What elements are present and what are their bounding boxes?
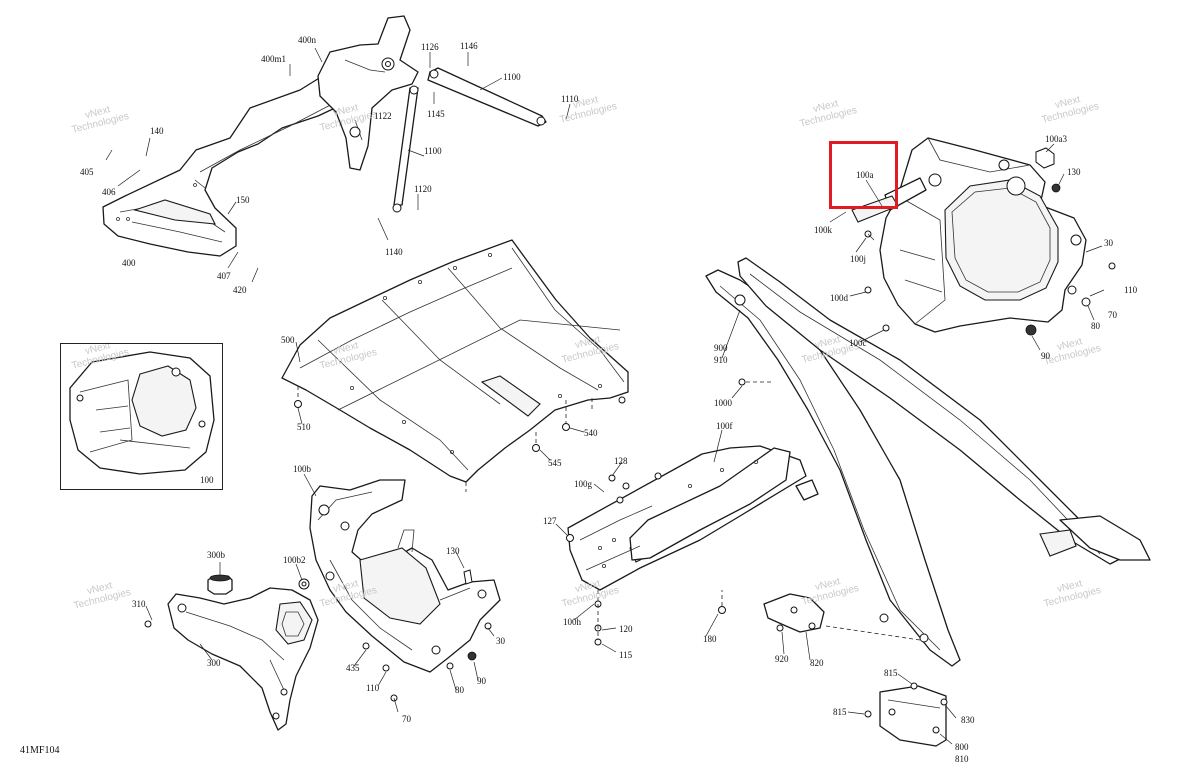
callout-label[interactable]: 110 (366, 683, 380, 693)
callout-label[interactable]: 100c (849, 338, 867, 348)
callout-label[interactable]: 1126 (421, 42, 439, 52)
callout-label[interactable]: 800 (955, 742, 969, 752)
callout-label[interactable]: 100f (716, 421, 733, 431)
bracket-100f-hardware (566, 472, 726, 646)
leader-lines (105, 47, 1103, 745)
callout-label[interactable]: 1110 (561, 94, 579, 104)
callout-label[interactable]: 400 (122, 258, 136, 268)
callout-label[interactable]: 90 (477, 676, 486, 686)
drawing-number: 41MF104 (20, 745, 60, 756)
callout-label[interactable]: 300 (207, 658, 221, 668)
callout-label[interactable]: 815 (884, 668, 898, 678)
callout-label[interactable]: 100b2 (283, 555, 306, 565)
callout-label[interactable]: 510 (297, 422, 311, 432)
callout-label[interactable]: 910 (714, 355, 728, 365)
bracket-100f (567, 445, 807, 591)
frame-300 (167, 587, 319, 731)
front-bulkhead-assembly (851, 137, 1087, 333)
bracket-800 (879, 685, 947, 747)
part-highlight-box[interactable] (829, 141, 898, 209)
callout-label[interactable]: 1100 (503, 72, 521, 82)
callout-label[interactable]: 920 (775, 654, 789, 664)
inset-assembly-100 (69, 351, 215, 475)
callout-label[interactable]: 130 (1067, 167, 1081, 177)
callout-label[interactable]: 120 (619, 624, 633, 634)
callout-label[interactable]: 100g (574, 479, 592, 489)
callout-label[interactable]: 70 (402, 714, 411, 724)
callout-label[interactable]: 1145 (427, 109, 445, 119)
mount-300b (207, 574, 233, 595)
callout-label[interactable]: 405 (80, 167, 94, 177)
callout-label[interactable]: 100a3 (1045, 134, 1067, 144)
callout-label[interactable]: 115 (619, 650, 633, 660)
callout-label[interactable]: 100b (293, 464, 311, 474)
callout-label[interactable]: 1120 (414, 184, 432, 194)
callout-label[interactable]: 406 (102, 187, 116, 197)
callout-label[interactable]: 500 (281, 335, 295, 345)
callout-label[interactable]: 30 (1104, 238, 1113, 248)
callout-label[interactable]: 100a (856, 170, 874, 180)
callout-label[interactable]: 900 (714, 343, 728, 353)
chassis-hardware (298, 569, 492, 713)
tie-rod-1100-b (392, 85, 419, 213)
callout-label[interactable]: 100h (563, 617, 581, 627)
long-rail-900 (705, 257, 1151, 667)
callout-label[interactable]: 130 (446, 546, 460, 556)
tie-rod-1100-a (427, 67, 547, 127)
callout-label[interactable]: 1140 (385, 247, 403, 257)
skid-plate-hardware (294, 386, 626, 492)
callout-label[interactable]: 100k (814, 225, 832, 235)
callout-label[interactable]: 100 (200, 475, 214, 485)
callout-label[interactable]: 100d (830, 293, 848, 303)
callout-label[interactable]: 540 (584, 428, 598, 438)
callout-label[interactable]: 30 (496, 636, 505, 646)
bracket-820 (763, 593, 921, 641)
callout-label[interactable]: 1100 (424, 146, 442, 156)
callout-label[interactable]: 90 (1041, 351, 1050, 361)
callout-label[interactable]: 545 (548, 458, 562, 468)
skid-plate-500 (281, 239, 629, 483)
callout-label[interactable]: 70 (1108, 310, 1117, 320)
callout-label[interactable]: 1146 (460, 41, 478, 51)
callout-label[interactable]: 180 (703, 634, 717, 644)
callout-label[interactable]: 128 (614, 456, 628, 466)
callout-label[interactable]: 435 (346, 663, 360, 673)
callout-label[interactable]: 420 (233, 285, 247, 295)
callout-label[interactable]: 810 (955, 754, 969, 764)
callout-label[interactable]: 400m1 (261, 54, 287, 64)
callout-label[interactable]: 127 (543, 516, 557, 526)
callout-label[interactable]: 830 (961, 715, 975, 725)
chassis-section-100b (309, 479, 501, 673)
frame-rail-400 (102, 51, 386, 257)
callout-label[interactable]: 1000 (714, 398, 732, 408)
callout-label[interactable]: 1122 (374, 111, 392, 121)
callout-label[interactable]: 400n (298, 35, 316, 45)
callout-label[interactable]: 110 (1124, 285, 1138, 295)
callout-label[interactable]: 150 (236, 195, 250, 205)
callout-label[interactable]: 140 (150, 126, 164, 136)
callout-label[interactable]: 80 (455, 685, 464, 695)
bulkhead-hardware (864, 147, 1116, 336)
upper-mount-bracket (317, 15, 419, 171)
callout-label[interactable]: 80 (1091, 321, 1100, 331)
callout-label[interactable]: 815 (833, 707, 847, 717)
callout-label[interactable]: 820 (810, 658, 824, 668)
callout-label[interactable]: 100j (850, 254, 867, 264)
callout-label[interactable]: 407 (217, 271, 231, 281)
inset-frame (60, 343, 223, 490)
callout-label[interactable]: 300b (207, 550, 225, 560)
callout-label[interactable]: 310 (132, 599, 146, 609)
